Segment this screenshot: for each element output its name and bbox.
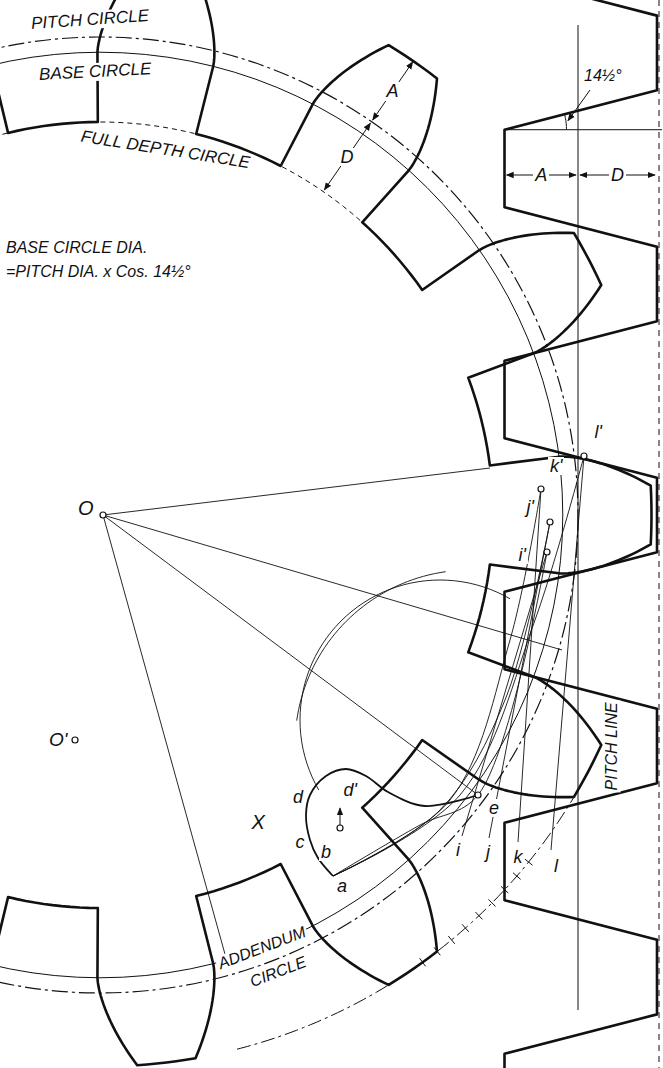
point-label: a	[335, 877, 349, 896]
base-circle	[0, 52, 563, 978]
full-depth-circle	[0, 122, 401, 262]
dimension-label: A	[385, 82, 401, 101]
point-label: i'	[517, 546, 528, 565]
division-tick	[475, 912, 482, 919]
division-tick	[488, 899, 495, 906]
point-label: d	[291, 788, 305, 807]
construction-line	[103, 515, 228, 965]
involute-curve	[333, 552, 547, 876]
division-tick	[462, 924, 469, 931]
formula-note: =PITCH DIA. x Cos. 14½°	[4, 264, 193, 281]
construction-point	[581, 453, 587, 459]
point-label: k'	[548, 457, 564, 476]
construction-point	[475, 792, 481, 798]
construction-point	[337, 825, 343, 831]
dimension-label: A	[533, 166, 549, 185]
dimension-label: D	[609, 166, 626, 185]
tooth-profile	[306, 769, 478, 876]
division-tick	[513, 873, 521, 880]
division-tick	[448, 936, 454, 944]
construction-arc	[297, 572, 446, 721]
reference-line	[505, 129, 663, 130]
angle-arc	[565, 114, 567, 130]
point-label: d'	[342, 781, 359, 800]
construction-line	[103, 468, 490, 515]
construction-point	[544, 549, 550, 555]
dimension-line	[373, 62, 413, 120]
rack-outline	[505, 0, 658, 1068]
leader-line	[340, 808, 341, 826]
line-name: PITCH LINE	[604, 700, 621, 792]
circle-name: PITCH CIRCLE	[29, 7, 152, 33]
point-label: k	[512, 848, 525, 867]
point-label: l'	[593, 423, 604, 442]
circle-name: FULL DEPTH CIRCLE	[77, 127, 252, 172]
point-label: e	[487, 799, 501, 818]
construction-line	[518, 489, 541, 842]
point-label: j'	[525, 498, 536, 517]
point-label: O	[76, 498, 96, 519]
division-tick	[525, 859, 533, 865]
angle-label: 14½°	[582, 68, 624, 85]
circle-name: BASE CIRCLE	[37, 60, 154, 84]
construction-point	[100, 512, 106, 518]
leader-line	[568, 90, 590, 121]
point-label: b	[319, 843, 333, 862]
involute-curve	[333, 489, 541, 876]
point-label: c	[294, 833, 307, 852]
pitch-line	[578, 25, 579, 1010]
pitch-circle	[0, 37, 578, 993]
construction-arc	[300, 580, 510, 790]
dimension-label: D	[339, 148, 356, 167]
formula-note: BASE CIRCLE DIA.	[4, 240, 149, 257]
root-line	[659, 0, 660, 1068]
point-label: j	[484, 843, 492, 862]
involute-curve	[333, 456, 584, 876]
dimension-line	[324, 123, 370, 190]
addendum-circle	[233, 791, 577, 1050]
point-label: i	[454, 841, 462, 860]
construction-point	[538, 486, 544, 492]
region-label: X	[250, 812, 267, 833]
point-label: O'	[47, 730, 69, 750]
construction-line	[103, 515, 478, 795]
construction-point	[547, 519, 553, 525]
involute-curve	[333, 522, 550, 876]
construction-point	[72, 737, 78, 743]
point-label: l	[552, 857, 560, 876]
